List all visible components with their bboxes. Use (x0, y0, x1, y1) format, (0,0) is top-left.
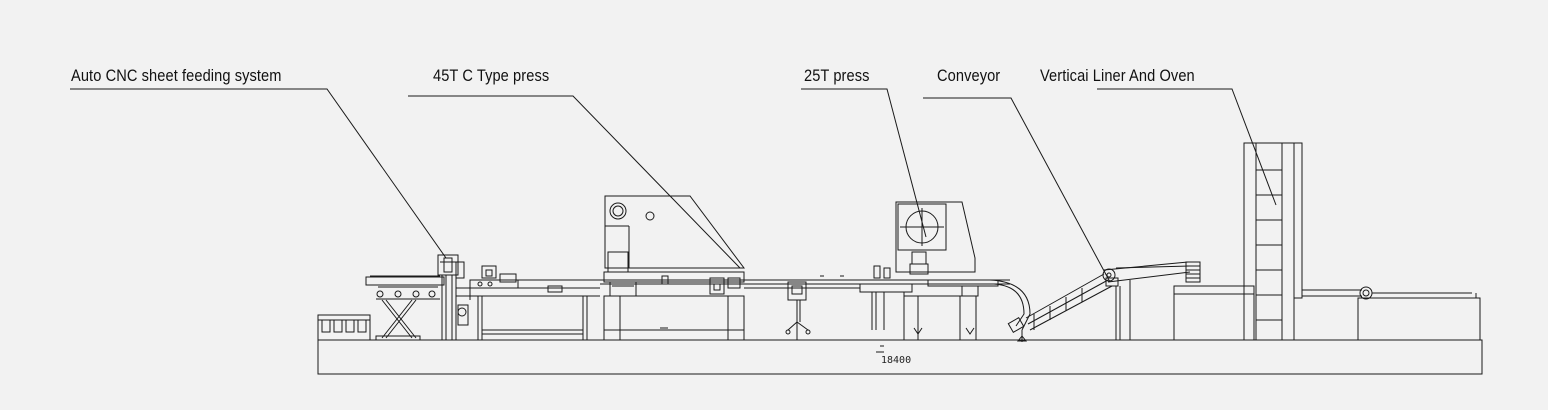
c-type-press (604, 196, 744, 340)
leader-lines (70, 89, 1276, 282)
transfer-line (496, 276, 1010, 340)
incline-conveyor (1026, 262, 1200, 340)
label-feeder: Auto CNC sheet feeding system (71, 66, 282, 85)
label-oven: Verticai Liner And Oven (1040, 66, 1195, 85)
scissor-lift (366, 276, 444, 340)
label-conveyor: Conveyor (937, 66, 1001, 85)
cnc-feeder (438, 255, 518, 340)
leader-c-press (408, 96, 740, 268)
label-25t-press: 25T press (804, 66, 870, 85)
leader-feeder (70, 89, 446, 258)
vertical-liner-oven (1174, 143, 1480, 340)
base-frame (318, 340, 1482, 374)
transfer-curve (990, 280, 1030, 342)
25t-press (860, 202, 998, 340)
feed-table (456, 286, 600, 340)
leader-oven (1097, 89, 1276, 205)
leader-conveyor (923, 98, 1110, 282)
sheet-stack (318, 315, 370, 340)
dimension-label: 18400 (881, 355, 912, 366)
leader-25t-press (801, 89, 926, 237)
label-c-press: 45T C Type press (433, 66, 550, 85)
